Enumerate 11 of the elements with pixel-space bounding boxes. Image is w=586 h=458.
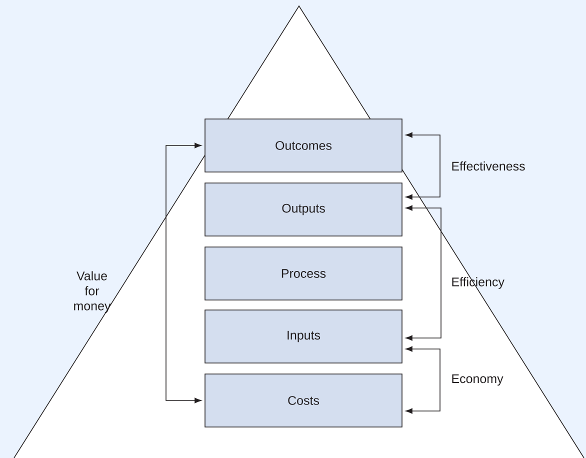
double-arrow xyxy=(166,142,202,404)
level-box: Outputs xyxy=(204,182,402,236)
level-box: Costs xyxy=(204,374,402,428)
double-arrow xyxy=(406,205,442,341)
double-arrow xyxy=(406,132,440,200)
double-arrow xyxy=(406,346,440,414)
edge-label: Economy xyxy=(452,374,504,386)
level-box: Process xyxy=(204,246,402,300)
level-box: Outcomes xyxy=(204,118,402,172)
edge-label: Effectiveness xyxy=(452,161,525,171)
level-box: Inputs xyxy=(204,310,402,364)
